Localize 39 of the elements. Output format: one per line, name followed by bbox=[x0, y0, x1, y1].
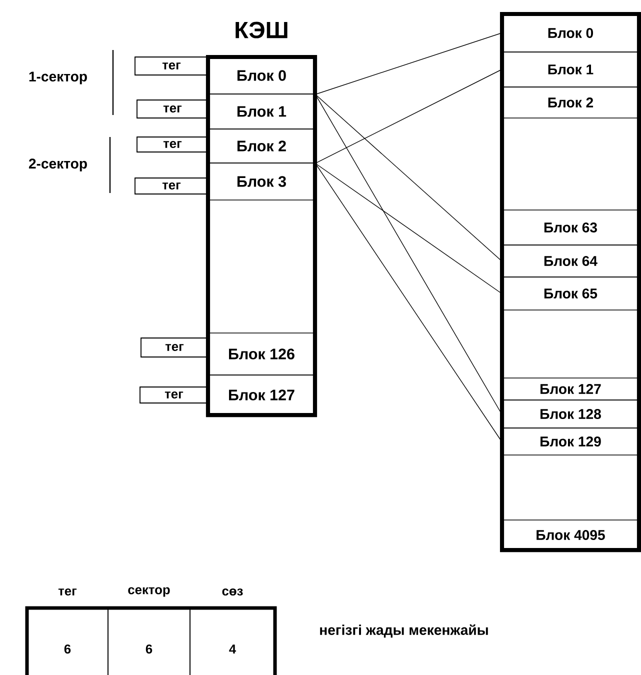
column-heading: сөз bbox=[222, 588, 243, 596]
memory-cell: Блок 127 bbox=[502, 378, 640, 400]
tag-box: тег bbox=[136, 100, 208, 118]
cache-cell: Блок 127 bbox=[208, 374, 316, 416]
column-heading: сектор bbox=[128, 587, 170, 597]
memory-cell: Блок 129 bbox=[502, 428, 640, 456]
cache-title: КЭШ bbox=[236, 22, 288, 38]
memory-cell: Блок 64 bbox=[502, 244, 640, 278]
connector-line bbox=[315, 32, 502, 95]
sector-label: 1-сектор bbox=[29, 72, 87, 84]
connector-line bbox=[315, 69, 502, 164]
node-label: негізгі жады мекенжайы bbox=[320, 624, 488, 638]
memory-cell: Блок 4095 bbox=[502, 520, 640, 550]
connector-line bbox=[315, 94, 502, 262]
memory-cell: Блок 2 bbox=[502, 86, 640, 118]
memory-cell: Блок 65 bbox=[502, 276, 640, 310]
memory-cell: Блок 1 bbox=[502, 52, 640, 88]
address-field: 4 bbox=[190, 608, 276, 675]
memory-cell: Блок 128 bbox=[502, 400, 640, 428]
cache-cell: Блок 3 bbox=[208, 162, 316, 200]
connector-line bbox=[315, 163, 502, 442]
tag-box: тег bbox=[136, 136, 208, 152]
tag-box: тег bbox=[140, 386, 208, 404]
column-heading: тег bbox=[58, 588, 77, 596]
tag-box: тег bbox=[134, 56, 208, 76]
memory-box bbox=[500, 12, 641, 552]
address-field: 6 bbox=[108, 608, 190, 675]
connector-line bbox=[315, 163, 502, 294]
tag-box: тег bbox=[134, 178, 208, 194]
cache-cell: Блок 0 bbox=[208, 56, 316, 94]
cache-cell: Блок 126 bbox=[208, 332, 316, 376]
address-field: 6 bbox=[26, 608, 108, 675]
cache-cell: Блок 2 bbox=[208, 128, 316, 164]
memory-cell: Блок 63 bbox=[502, 210, 640, 246]
sector-label: 2-сектор bbox=[28, 158, 87, 172]
memory-cell: Блок 0 bbox=[502, 14, 640, 52]
tag-box: тег bbox=[140, 338, 208, 358]
cache-cell: Блок 1 bbox=[208, 94, 316, 130]
connector-line bbox=[315, 94, 502, 414]
